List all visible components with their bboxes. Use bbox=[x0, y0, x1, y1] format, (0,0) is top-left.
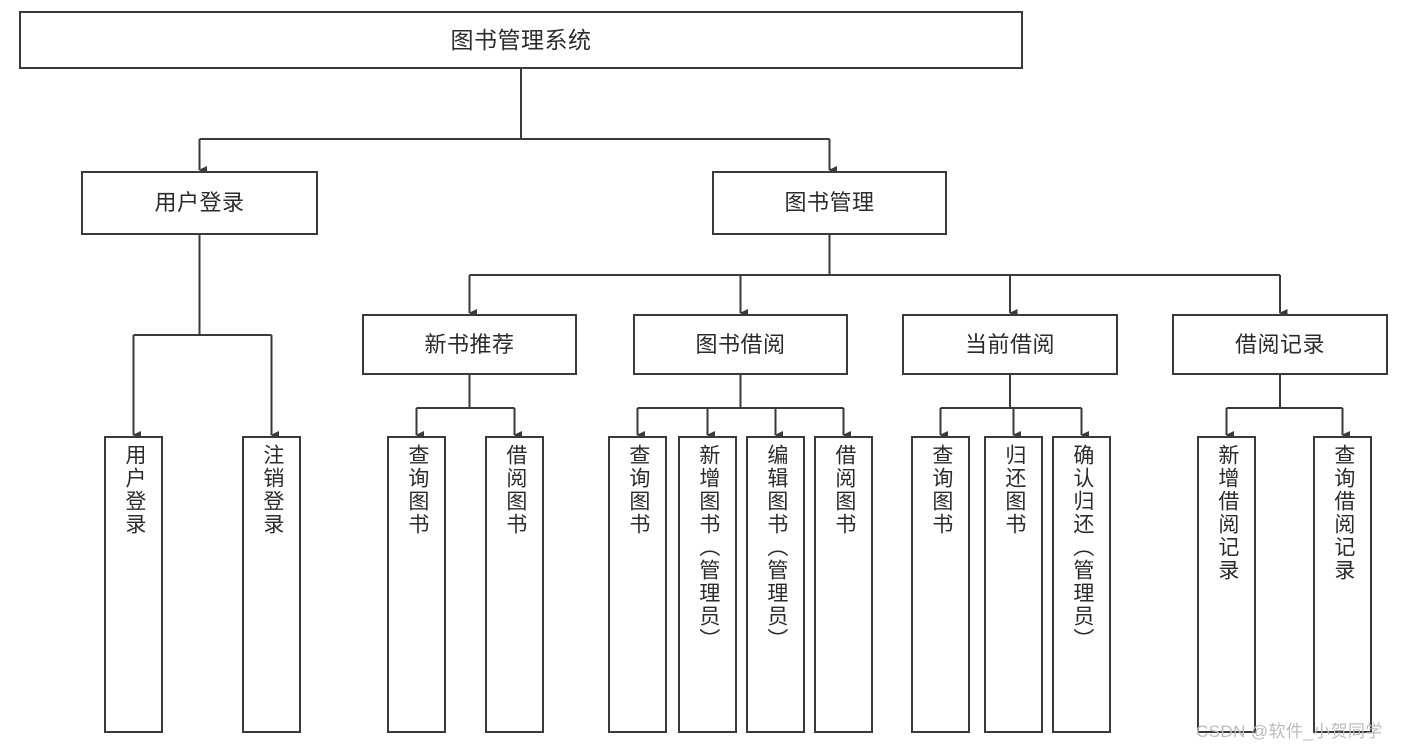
node-leaf-user-login: 用户登录 bbox=[104, 436, 163, 733]
node-leaf-user-logout: 注销登录 bbox=[242, 436, 301, 733]
node-label-root: 图书管理系统 bbox=[450, 26, 592, 53]
node-label-leaf-rec-add-record: 新增借阅记录 bbox=[1215, 444, 1239, 582]
node-leaf-cur-confirm-return: 确认归还（管理员） bbox=[1052, 436, 1111, 733]
node-leaf-cur-query-book: 查询图书 bbox=[911, 436, 970, 733]
node-label-leaf-borrow-borrow-book: 借阅图书 bbox=[832, 444, 856, 536]
node-label-leaf-cur-return-book: 归还图书 bbox=[1002, 444, 1026, 536]
node-label-leaf-borrow-edit-book: 编辑图书（管理员） bbox=[764, 444, 788, 651]
node-label-book-manage: 图书管理 bbox=[784, 190, 875, 216]
node-label-leaf-cur-confirm-return: 确认归还（管理员） bbox=[1070, 444, 1094, 651]
node-leaf-borrow-query-book: 查询图书 bbox=[608, 436, 667, 733]
node-leaf-rec-add-record: 新增借阅记录 bbox=[1197, 436, 1256, 733]
node-label-user-login: 用户登录 bbox=[154, 190, 245, 216]
node-label-leaf-borrow-query-book: 查询图书 bbox=[626, 444, 650, 536]
node-label-new-book-rec: 新书推荐 bbox=[424, 331, 515, 357]
node-label-leaf-cur-query-book: 查询图书 bbox=[929, 444, 953, 536]
node-new-book-rec: 新书推荐 bbox=[362, 314, 577, 375]
node-label-borrow-record: 借阅记录 bbox=[1234, 331, 1325, 357]
watermark: CSDN @软件_小贺同学 bbox=[1196, 722, 1383, 741]
node-label-book-borrow: 图书借阅 bbox=[695, 331, 786, 357]
node-label-current-borrow: 当前借阅 bbox=[964, 331, 1055, 357]
node-leaf-rec-query-record: 查询借阅记录 bbox=[1313, 436, 1372, 733]
node-label-leaf-rec-borrow-book: 借阅图书 bbox=[503, 444, 527, 536]
node-label-leaf-user-login: 用户登录 bbox=[122, 444, 146, 536]
node-leaf-borrow-edit-book: 编辑图书（管理员） bbox=[746, 436, 805, 733]
node-label-leaf-user-logout: 注销登录 bbox=[260, 444, 284, 536]
node-leaf-rec-borrow-book: 借阅图书 bbox=[485, 436, 544, 733]
node-current-borrow: 当前借阅 bbox=[902, 314, 1118, 375]
node-leaf-rec-query-book: 查询图书 bbox=[387, 436, 446, 733]
node-borrow-record: 借阅记录 bbox=[1172, 314, 1388, 375]
node-label-leaf-rec-query-book: 查询图书 bbox=[405, 444, 429, 536]
node-root: 图书管理系统 bbox=[19, 11, 1023, 69]
node-leaf-cur-return-book: 归还图书 bbox=[984, 436, 1043, 733]
node-book-borrow: 图书借阅 bbox=[633, 314, 848, 375]
node-label-leaf-rec-query-record: 查询借阅记录 bbox=[1331, 444, 1355, 582]
node-leaf-borrow-add-book: 新增图书（管理员） bbox=[678, 436, 737, 733]
node-leaf-borrow-borrow-book: 借阅图书 bbox=[814, 436, 873, 733]
node-label-leaf-borrow-add-book: 新增图书（管理员） bbox=[696, 444, 720, 651]
edges bbox=[132, 69, 1351, 440]
node-book-manage: 图书管理 bbox=[712, 171, 947, 235]
node-user-login: 用户登录 bbox=[81, 171, 318, 235]
